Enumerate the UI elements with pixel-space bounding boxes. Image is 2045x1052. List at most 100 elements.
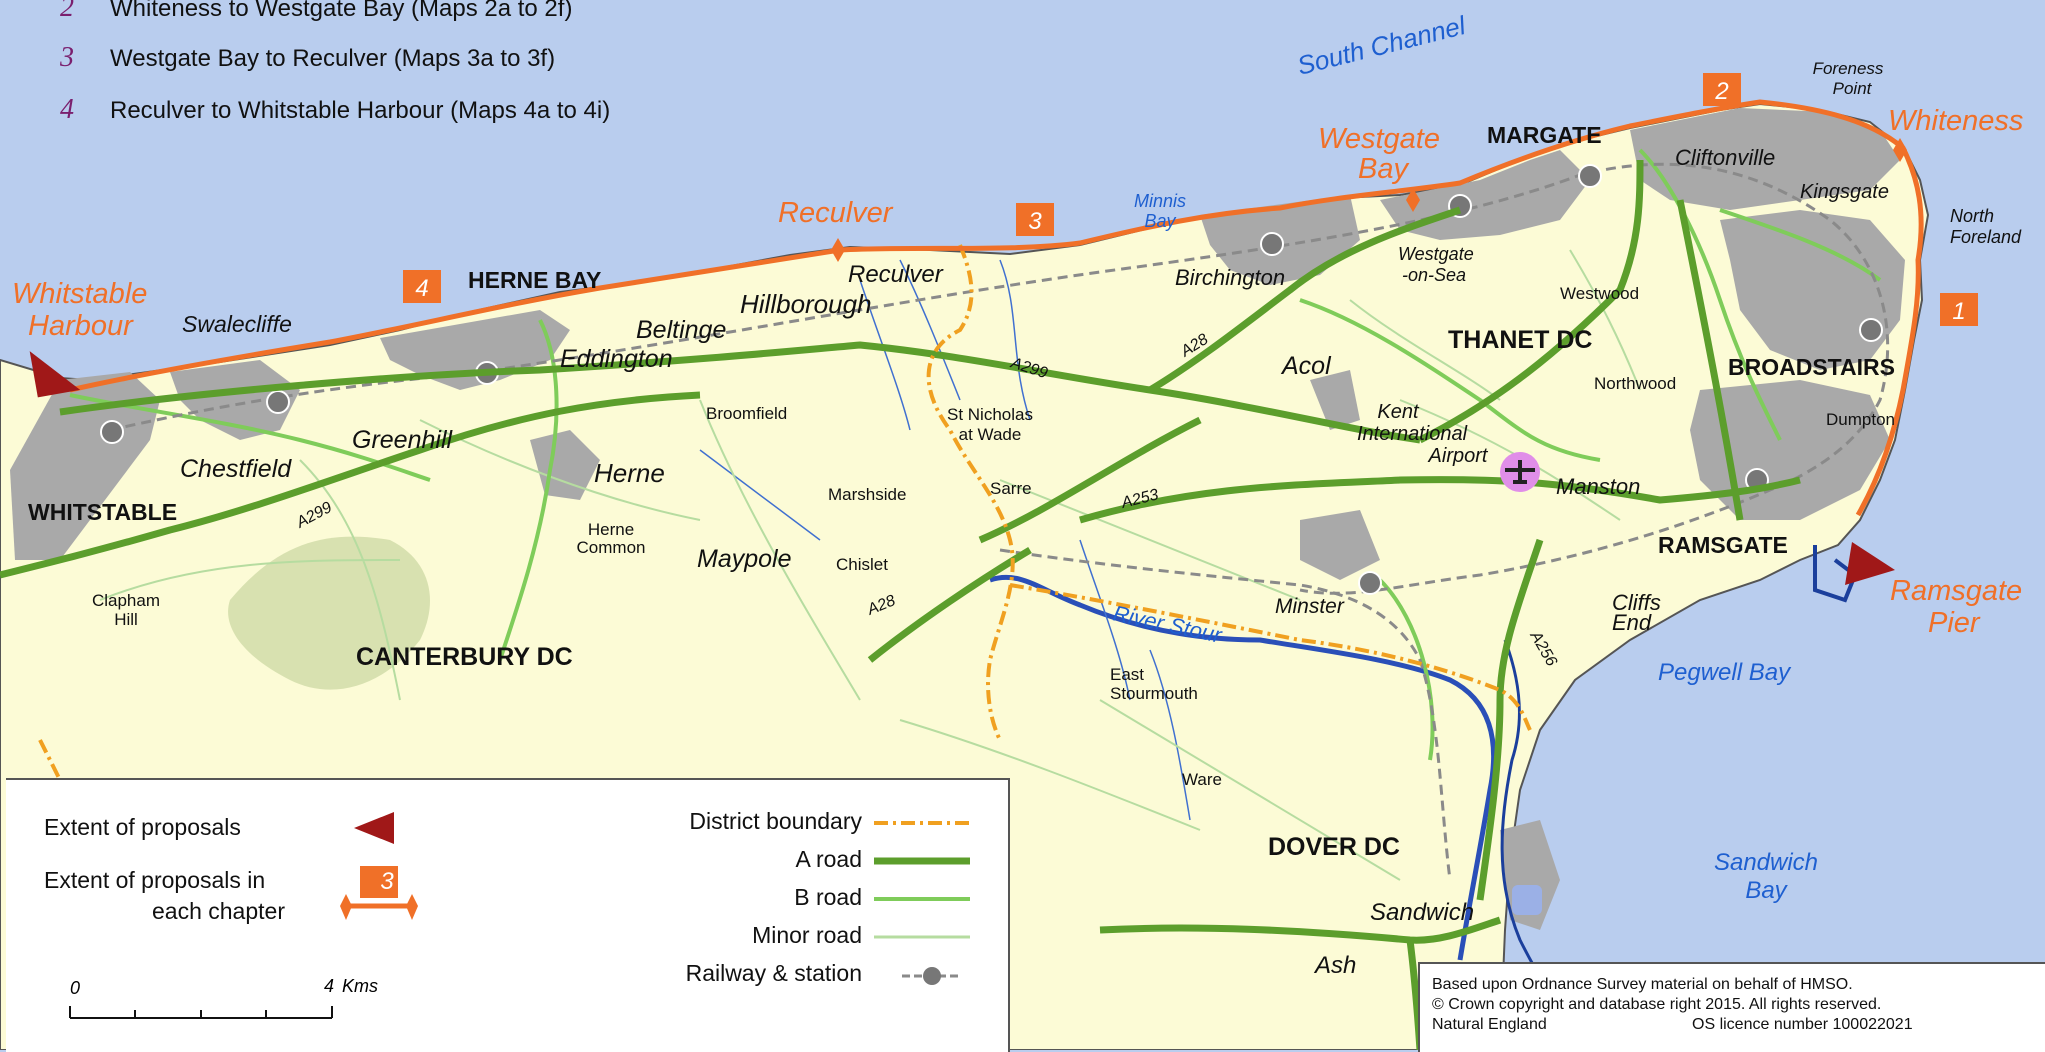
- label-maypole: Maypole: [697, 545, 792, 573]
- label-westwood: Westwood: [1560, 284, 1639, 303]
- chapter-marker-3: 3: [1028, 208, 1042, 235]
- label-north-foreland-1: North: [1950, 206, 1994, 226]
- credit-line-3b: OS licence number 100022021: [1692, 1016, 1913, 1033]
- label-manston: Manston: [1556, 474, 1640, 499]
- label-north-foreland-2: Foreland: [1950, 227, 2022, 247]
- label-st-nicholas-1: St Nicholas: [947, 405, 1033, 424]
- label-eddington: Eddington: [560, 345, 673, 373]
- label-east-stourmouth-1: East: [1110, 665, 1144, 684]
- label-st-nicholas-2: at Wade: [959, 425, 1022, 444]
- label-whitstable: WHITSTABLE: [28, 499, 177, 525]
- chapter-marker-boxes: [403, 73, 1978, 326]
- label-minnis-bay-2: Bay: [1144, 211, 1176, 231]
- scale-start: 0: [70, 978, 81, 998]
- label-whitstable-harbour-2: Harbour: [28, 310, 134, 342]
- extent-marker-ramsgate: [1845, 542, 1895, 585]
- label-minster: Minster: [1275, 595, 1345, 618]
- legend-chapter-marker: [340, 866, 418, 920]
- label-cliftonville: Cliftonville: [1675, 145, 1775, 170]
- label-westgate-bay-1: Westgate: [1318, 123, 1440, 155]
- label-reculver-village: Reculver: [848, 261, 944, 288]
- label-broadstairs: BROADSTAIRS: [1728, 354, 1895, 380]
- label-thanet-dc: THANET DC: [1448, 326, 1592, 354]
- chapter-3-number: 3: [60, 42, 74, 73]
- label-sandwich-bay-2: Bay: [1745, 877, 1788, 904]
- scale-bar: [69, 1006, 333, 1019]
- airport-icon: [1500, 452, 1540, 492]
- label-dover-dc: DOVER DC: [1268, 833, 1400, 861]
- label-herne-common-2: Common: [577, 538, 646, 557]
- chapter-2-entry: 2 Whiteness to Westgate Bay (Maps 2a to 2…: [60, 0, 572, 24]
- scale-end: 4: [324, 976, 335, 996]
- label-herne-bay: HERNE BAY: [468, 267, 601, 293]
- label-chislet: Chislet: [836, 555, 888, 574]
- chapter-3-label: Westgate Bay to Reculver (Maps 3a to 3f): [110, 45, 556, 72]
- label-cliffs-end-1: Cliffs: [1612, 590, 1661, 615]
- legend-district-boundary-label: District boundary: [689, 808, 862, 834]
- label-hillborough: Hillborough: [740, 289, 872, 319]
- label-ramsgate-pier-2: Pier: [1928, 607, 1981, 639]
- label-beltinge: Beltinge: [636, 316, 726, 344]
- legend-minor-road-label: Minor road: [752, 922, 862, 948]
- label-pegwell-bay: Pegwell Bay: [1658, 659, 1792, 686]
- legend-chapter-number: 3: [380, 868, 394, 895]
- chapter-division-markers: [831, 138, 1907, 262]
- label-cliffs-end-2: End: [1612, 610, 1652, 635]
- sandwich-lake: [1512, 885, 1542, 915]
- legend: Extent of proposals Extent of proposals …: [6, 778, 1010, 1052]
- district-boundary: [38, 244, 1532, 781]
- credit-line-1: Based upon Ordnance Survey material on b…: [1432, 976, 1853, 993]
- label-westgate-sea-1: Westgate: [1398, 244, 1474, 264]
- chapter-2-label: Whiteness to Westgate Bay (Maps 2a to 2f…: [110, 0, 573, 22]
- legend-chapter-label-1: Extent of proposals in: [44, 867, 266, 893]
- label-dumpton: Dumpton: [1826, 410, 1895, 429]
- chapter-2-number: 2: [60, 0, 74, 23]
- label-acol: Acol: [1280, 352, 1332, 380]
- chapter-4-entry: 4 Reculver to Whitstable Harbour (Maps 4a…: [60, 94, 610, 126]
- label-sandwich-bay-1: Sandwich: [1714, 849, 1818, 876]
- label-birchington: Birchington: [1175, 265, 1285, 290]
- legend-district-boundary-swatch: [874, 821, 970, 825]
- label-marshside: Marshside: [828, 485, 906, 504]
- label-ash: Ash: [1313, 952, 1356, 979]
- label-ramsgate-pier-1: Ramsgate: [1890, 575, 2022, 607]
- coast-path-route: [69, 99, 1924, 517]
- credit-line-3a: Natural England: [1432, 1016, 1547, 1033]
- chapter-4-label: Reculver to Whitstable Harbour (Maps 4a …: [110, 97, 611, 124]
- label-broomfield: Broomfield: [706, 404, 787, 423]
- extent-marker-whitstable: [29, 351, 81, 398]
- label-margate: MARGATE: [1487, 122, 1602, 148]
- legend-minor-road-swatch: [874, 935, 970, 939]
- chapter-3-entry: 3 Westgate Bay to Reculver (Maps 3a to 3f…: [60, 42, 555, 74]
- chapter-marker-1: 1: [1952, 298, 1965, 325]
- label-sandwich: Sandwich: [1370, 899, 1474, 926]
- label-chestfield: Chestfield: [180, 455, 292, 483]
- label-greenhill: Greenhill: [352, 426, 453, 454]
- label-reculver-extent: Reculver: [778, 197, 894, 229]
- label-kent-airport-2: International: [1357, 423, 1468, 445]
- label-herne: Herne: [594, 458, 665, 488]
- label-clapham-1: Clapham: [92, 591, 160, 610]
- label-whitstable-harbour-1: Whitstable: [12, 278, 147, 310]
- label-herne-common-1: Herne: [588, 520, 634, 539]
- woodland: [228, 536, 430, 690]
- chapter-4-number: 4: [60, 94, 74, 125]
- copyright-notice: Based upon Ordnance Survey material on b…: [1418, 962, 2045, 1052]
- credit-line-2: © Crown copyright and database right 201…: [1432, 996, 1882, 1013]
- legend-a-road-swatch: [874, 857, 970, 865]
- label-minnis-bay-1: Minnis: [1134, 191, 1186, 211]
- legend-a-road-label: A road: [795, 846, 863, 872]
- label-westgate-bay-2: Bay: [1358, 153, 1409, 185]
- legend-railway-label: Railway & station: [685, 960, 862, 986]
- label-whiteness: Whiteness: [1888, 105, 2023, 137]
- chapter-marker-2: 2: [1714, 78, 1728, 105]
- label-clapham-2: Hill: [114, 610, 138, 629]
- label-foreness-2: Point: [1833, 79, 1873, 98]
- label-east-stourmouth-2: Stourmouth: [1110, 684, 1198, 703]
- legend-railway-swatch: [902, 967, 962, 985]
- legend-extent-label: Extent of proposals: [44, 814, 241, 840]
- legend-b-road-label: B road: [794, 884, 862, 910]
- legend-extent-marker: [354, 812, 394, 844]
- label-kingsgate: Kingsgate: [1800, 181, 1889, 203]
- label-westgate-sea-2: -on-Sea: [1402, 265, 1466, 285]
